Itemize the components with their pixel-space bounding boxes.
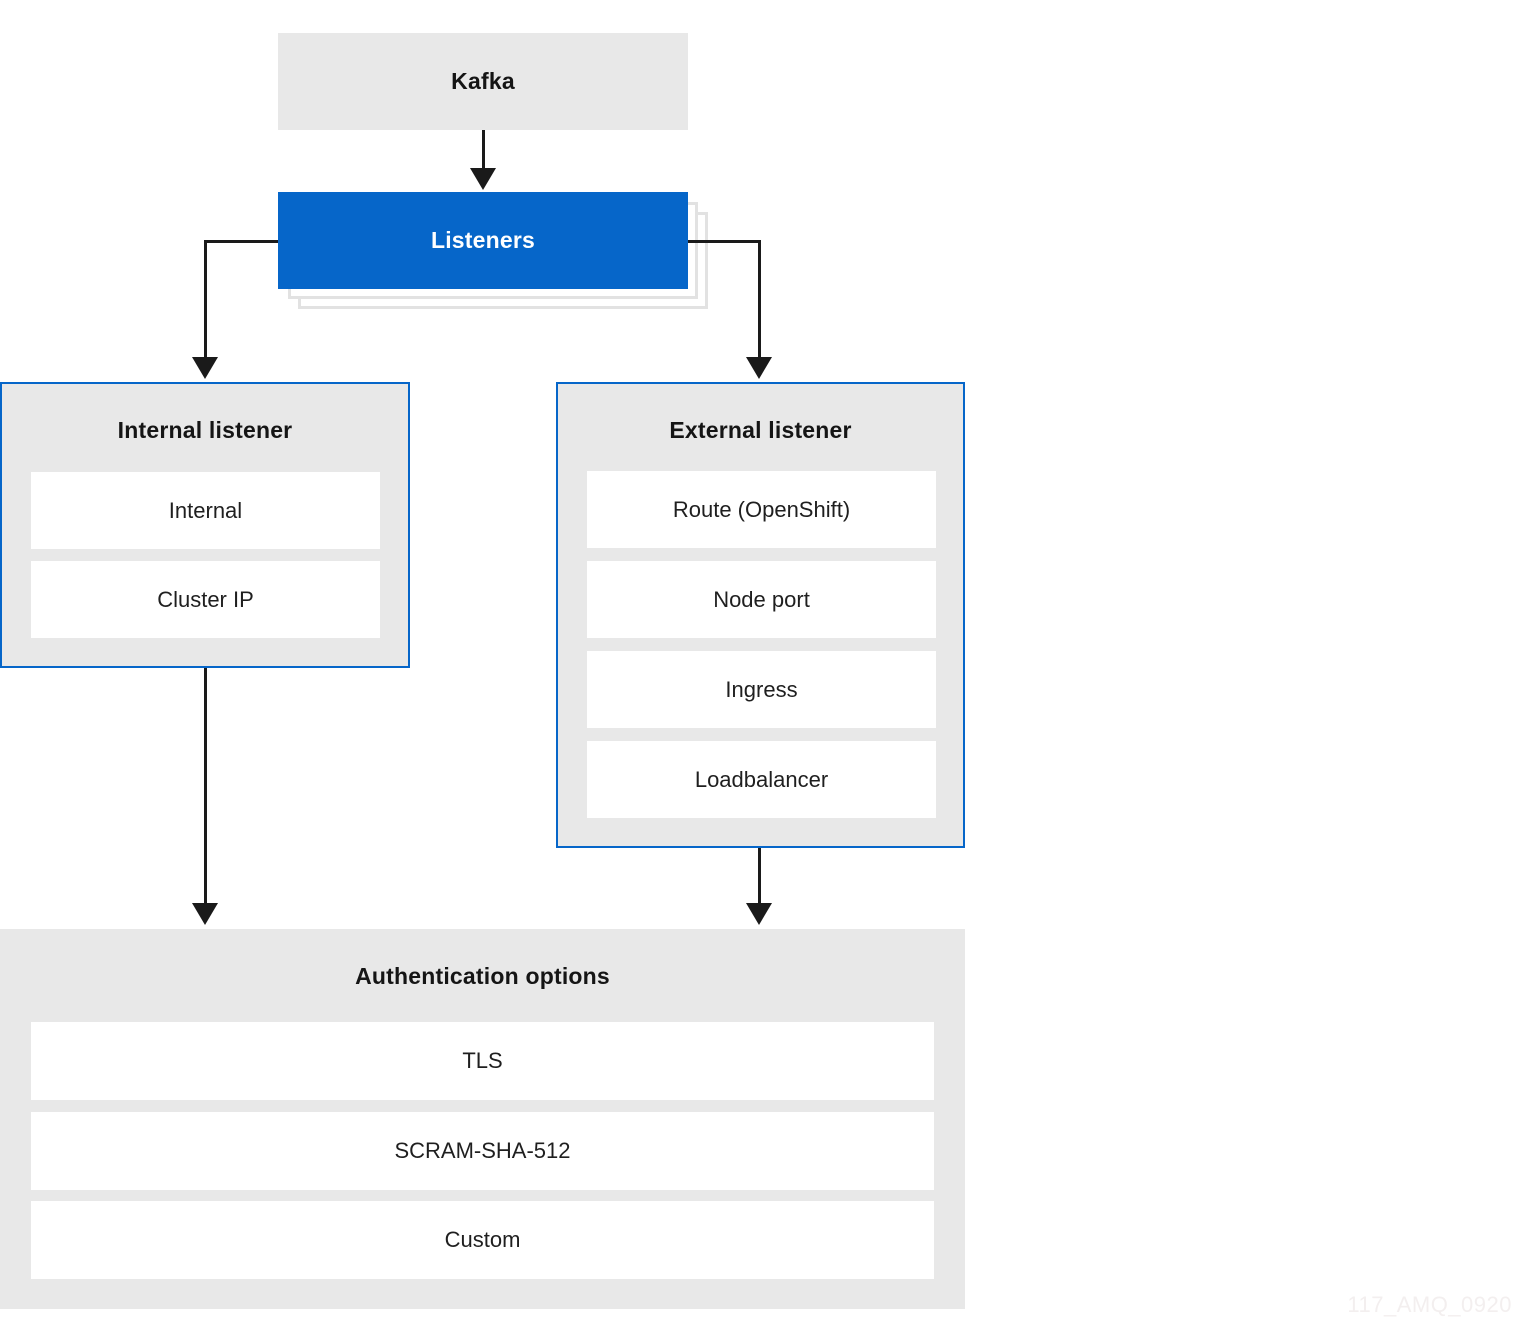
listeners-to-internal-vline [204, 240, 207, 357]
auth-option-scram-sha-512: SCRAM-SHA-512 [31, 1112, 934, 1190]
internal-to-auth-line [204, 668, 207, 903]
listeners-to-external-hline [688, 240, 761, 243]
external-option-ingress: Ingress [587, 651, 936, 728]
auth-option-custom: Custom [31, 1201, 934, 1279]
listeners-box: Listeners [278, 192, 688, 289]
external-option-loadbalancer: Loadbalancer [587, 741, 936, 818]
listeners-to-internal-arrowhead-icon [192, 357, 218, 379]
auth-option-tls: TLS [31, 1022, 934, 1100]
listeners-to-external-vline [758, 240, 761, 357]
external-option-route: Route (OpenShift) [587, 471, 936, 548]
kafka-to-listeners-line [482, 130, 485, 168]
external-listener-box: External listener Route (OpenShift) Node… [556, 382, 965, 848]
authentication-options-box: Authentication options TLS SCRAM-SHA-512… [0, 929, 965, 1309]
internal-option-internal: Internal [31, 472, 380, 549]
internal-to-auth-arrowhead-icon [192, 903, 218, 925]
internal-listener-title: Internal listener [117, 417, 293, 443]
listeners-to-internal-hline [204, 240, 278, 243]
kafka-box: Kafka [278, 33, 688, 130]
listeners-label: Listeners [430, 227, 536, 253]
external-to-auth-line [758, 848, 761, 903]
kafka-label: Kafka [451, 68, 515, 94]
internal-option-cluster-ip: Cluster IP [31, 561, 380, 638]
watermark-label: 117_AMQ_0920 [1347, 1292, 1512, 1317]
kafka-to-listeners-arrowhead-icon [470, 168, 496, 190]
external-option-node-port: Node port [587, 561, 936, 638]
external-to-auth-arrowhead-icon [746, 903, 772, 925]
listeners-to-external-arrowhead-icon [746, 357, 772, 379]
external-listener-title: External listener [669, 417, 852, 443]
authentication-options-title: Authentication options [355, 963, 610, 989]
internal-listener-box: Internal listener Internal Cluster IP [0, 382, 410, 668]
